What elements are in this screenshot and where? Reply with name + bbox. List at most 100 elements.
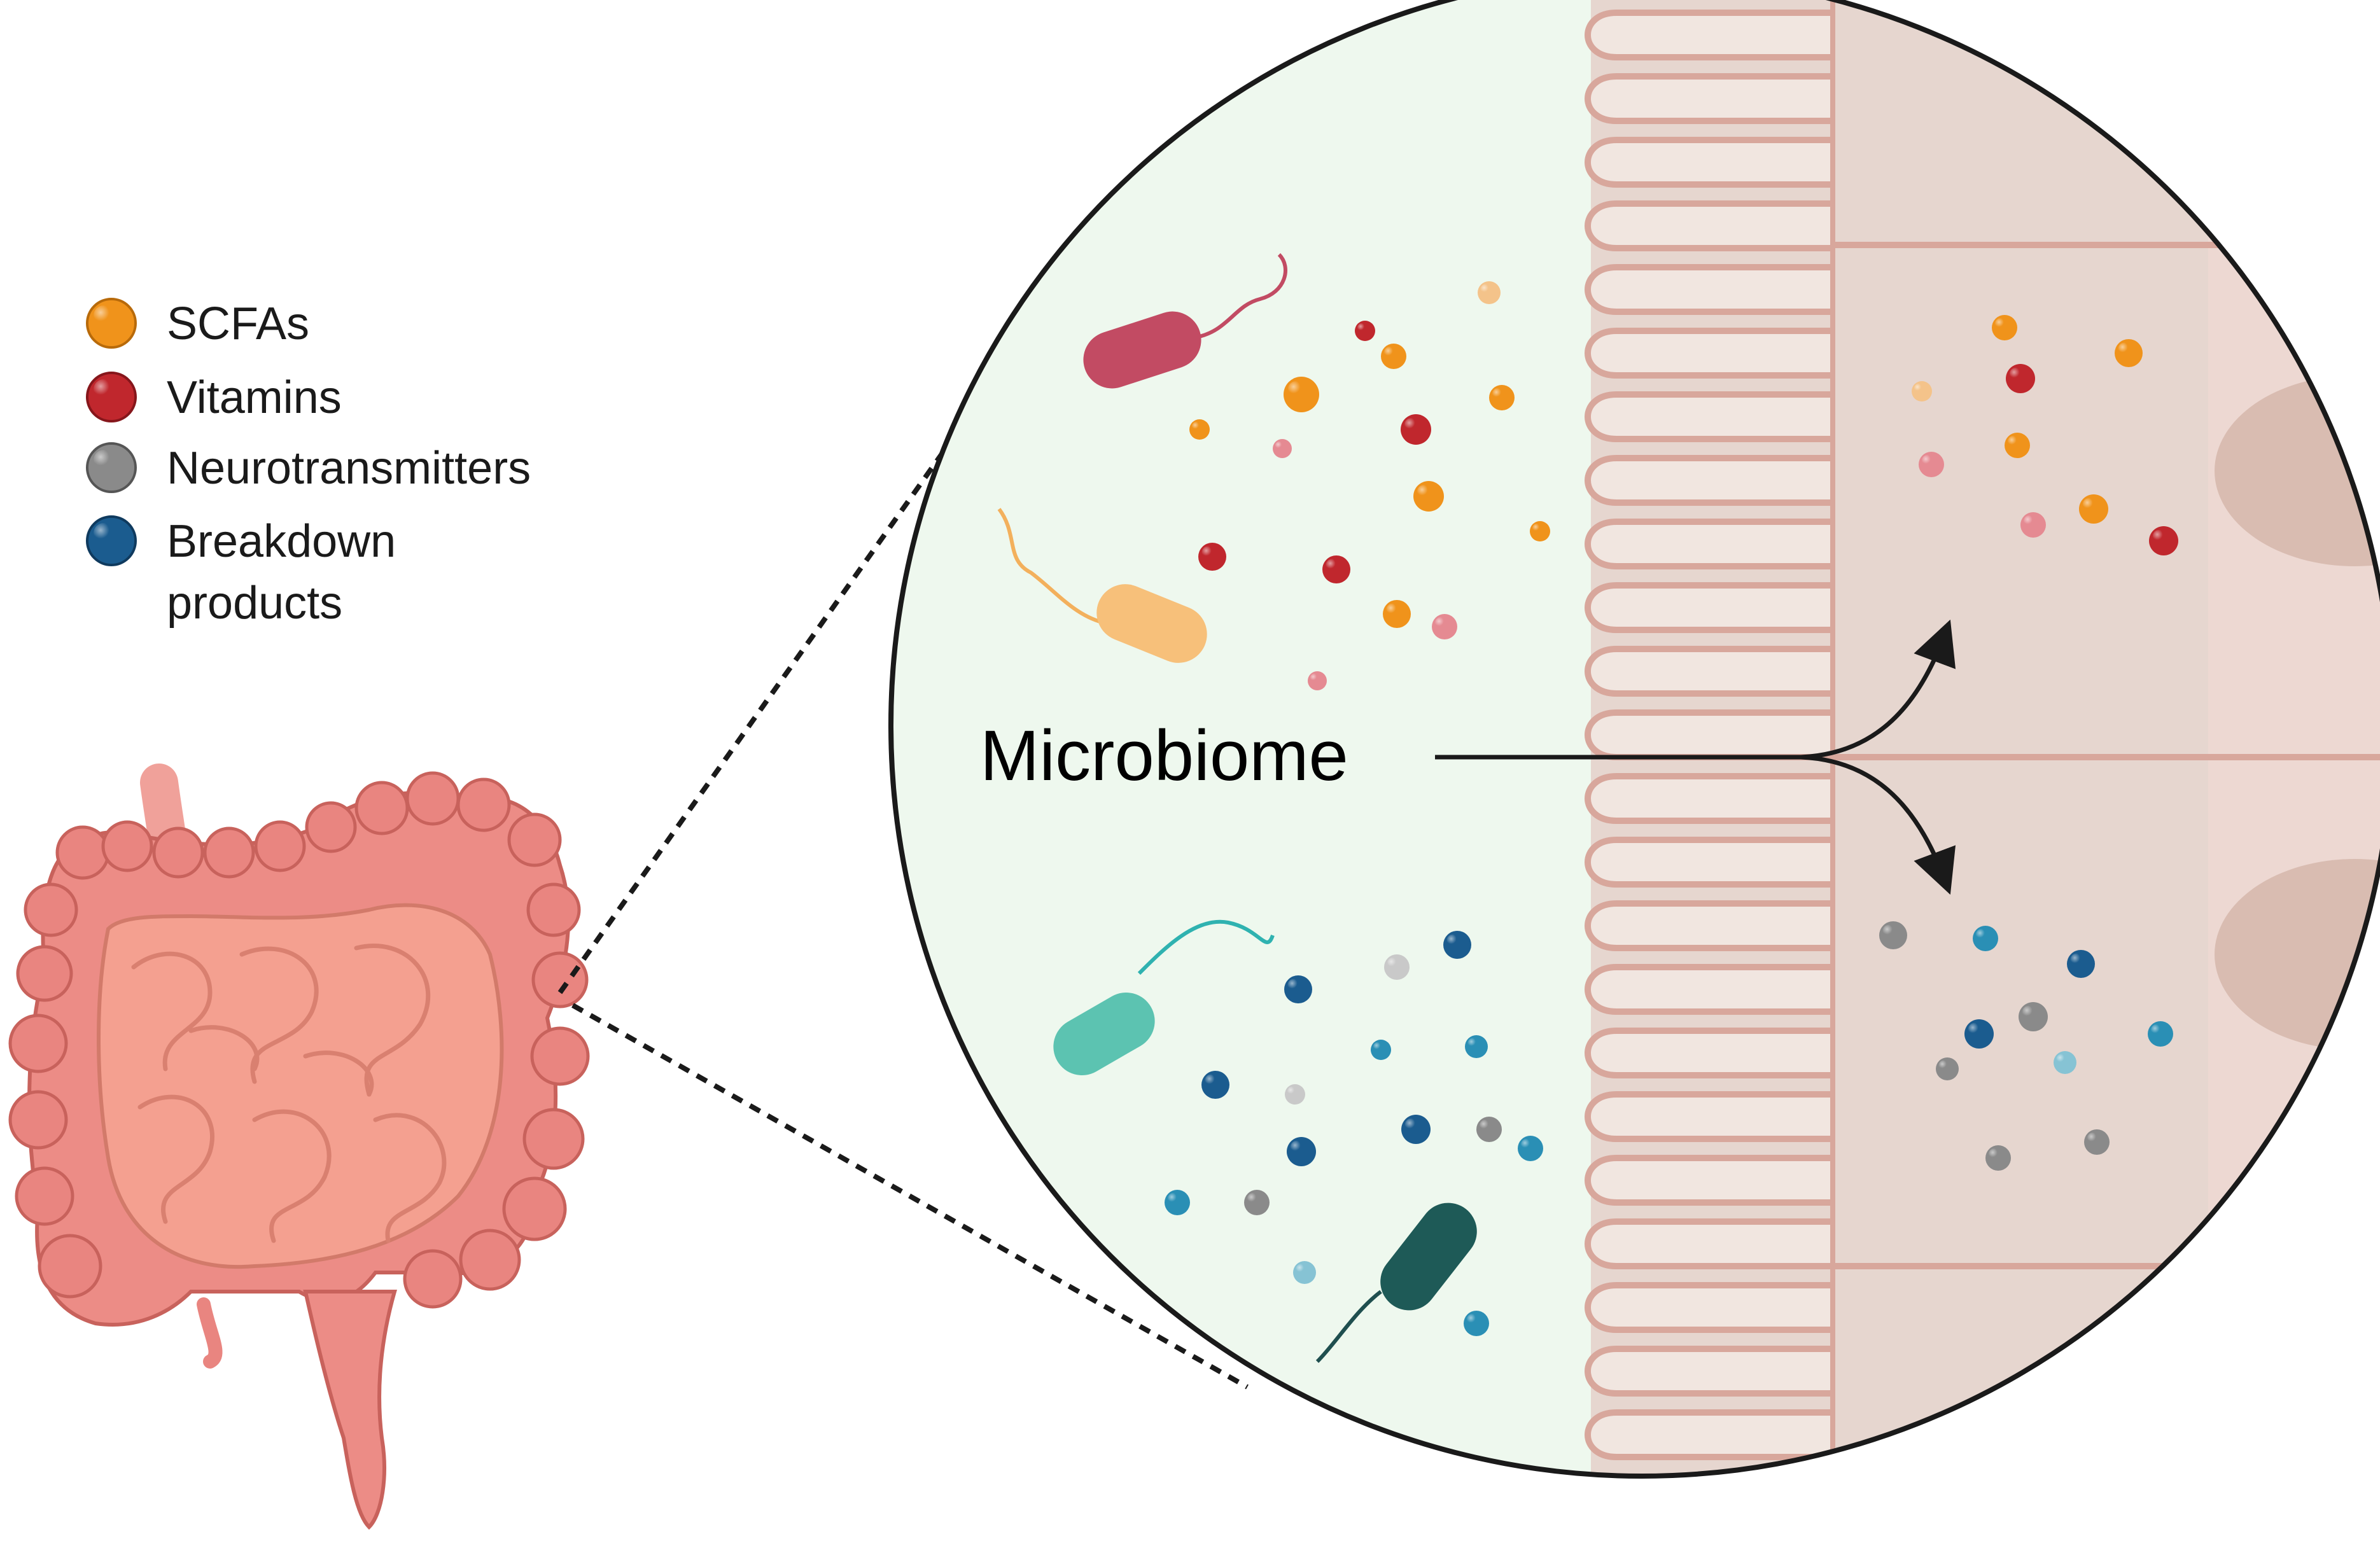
- metabolite-particle: [2005, 433, 2030, 458]
- metabolite-particle: [1287, 1137, 1316, 1166]
- metabolite-particle: [1165, 1190, 1190, 1215]
- villus: [1585, 1282, 1833, 1333]
- villus: [1585, 1091, 1833, 1142]
- arrow-down: [1800, 755, 1956, 895]
- legend-label-breakdown: Breakdown: [167, 516, 396, 567]
- metabolite-particle: [1383, 600, 1411, 628]
- metabolite-particle: [1308, 671, 1327, 690]
- villus: [1585, 73, 1833, 124]
- metabolite-particle: [2084, 1129, 2110, 1155]
- metabolite-particle: [1201, 1071, 1229, 1099]
- villus: [1585, 455, 1833, 506]
- vitamins-swatch: [86, 372, 137, 422]
- metabolite-particle: [1322, 555, 1350, 583]
- legend-item-neurotransmitters: Neurotransmitters: [86, 442, 531, 494]
- legend-label-vitamins: Vitamins: [167, 372, 342, 423]
- metabolite-particle: [1919, 452, 1944, 477]
- small-intestine: [97, 903, 504, 1269]
- metabolite-particle: [1384, 954, 1410, 980]
- metabolite-particle: [1371, 1040, 1391, 1060]
- legend-item-vitamins: Vitamins: [86, 372, 342, 423]
- metabolite-particle: [2148, 1021, 2173, 1047]
- metabolite-particle: [1530, 521, 1550, 541]
- arrow-up: [1800, 619, 1956, 760]
- legend-label-scfas: SCFAs: [167, 298, 309, 349]
- metabolite-particle: [1413, 481, 1444, 512]
- metabolite-particle: [1912, 381, 1932, 401]
- villus: [1585, 1155, 1833, 1206]
- zoom-circle: Microbiome: [888, 0, 2380, 1479]
- microbiome-label: Microbiome: [980, 716, 1348, 795]
- metabolite-particle: [1432, 614, 1457, 639]
- villus: [1585, 1346, 1833, 1397]
- villus: [1585, 200, 1833, 251]
- villus: [1585, 773, 1833, 824]
- villus: [1585, 519, 1833, 569]
- metabolite-particle: [1355, 321, 1375, 341]
- metabolite-particle: [2079, 494, 2108, 524]
- legend-item-scfas: SCFAs: [86, 298, 309, 349]
- metabolite-particle: [1476, 1117, 1502, 1142]
- metabolite-particle: [2006, 364, 2035, 393]
- villi: [1585, 0, 1835, 1476]
- metabolite-particle: [1985, 1145, 2011, 1171]
- metabolite-particle: [1443, 931, 1471, 959]
- breakdown-products-swatch: [86, 515, 137, 566]
- villus: [1585, 328, 1833, 379]
- metabolite-particle: [1284, 377, 1319, 412]
- metabolite-particle: [1273, 439, 1292, 458]
- scfas-swatch: [86, 298, 137, 349]
- metabolite-particle: [1293, 1261, 1316, 1284]
- villus: [1585, 837, 1833, 888]
- bacterium-dark-green: [1315, 1203, 1477, 1363]
- legend-item-breakdown-products: Breakdown products: [86, 515, 396, 629]
- metabolite-particle: [1244, 1190, 1270, 1215]
- metabolite-particle: [2019, 1002, 2048, 1031]
- metabolite-particle: [1465, 1035, 1488, 1058]
- villus: [1585, 264, 1833, 315]
- metabolite-particle: [1401, 1115, 1431, 1144]
- villus: [1585, 582, 1833, 633]
- metabolite-particle: [1973, 926, 1998, 951]
- intestine-illustration: [8, 764, 590, 1530]
- villus: [1585, 10, 1833, 60]
- metabolite-particle: [1285, 1084, 1305, 1105]
- bacterium-red: [1083, 253, 1287, 389]
- legend: SCFAs Vitamins Neurotransmitters Breakdo…: [86, 298, 531, 629]
- villus: [1585, 391, 1833, 442]
- metabolite-particle: [1198, 543, 1226, 571]
- arrows: [1435, 619, 1956, 895]
- metabolite-particle: [1518, 1136, 1543, 1161]
- metabolite-particle: [1381, 344, 1406, 369]
- rectum: [303, 1290, 397, 1530]
- metabolite-particle: [2020, 512, 2046, 538]
- metabolite-particle: [2054, 1051, 2076, 1074]
- neurotransmitters-swatch: [86, 442, 137, 493]
- metabolite-particle: [1489, 385, 1515, 410]
- bacterium-teal: [1053, 919, 1275, 1075]
- legend-label-products: products: [167, 578, 342, 629]
- metabolite-particle: [1401, 414, 1431, 445]
- bacterium-orange: [997, 508, 1207, 663]
- villus: [1585, 137, 1833, 188]
- metabolite-particle: [1992, 315, 2017, 340]
- villus: [1585, 964, 1833, 1015]
- metabolite-particle: [2149, 526, 2178, 555]
- metabolite-particle: [1464, 1311, 1489, 1336]
- metabolite-particle: [1879, 921, 1907, 949]
- villus: [1585, 1218, 1833, 1269]
- zoom-lines: [557, 335, 1249, 1390]
- villus: [1585, 1409, 1833, 1460]
- metabolite-particle: [1964, 1019, 1994, 1049]
- metabolite-particle: [1936, 1057, 1959, 1080]
- villus: [1585, 900, 1833, 951]
- metabolite-particle: [1284, 975, 1312, 1003]
- villus: [1585, 1028, 1833, 1078]
- villus: [1585, 709, 1833, 760]
- metabolite-particle: [1478, 281, 1501, 304]
- villus: [1585, 646, 1833, 697]
- metabolite-particle: [2115, 339, 2143, 367]
- legend-label-neurotransmitters: Neurotransmitters: [167, 443, 531, 494]
